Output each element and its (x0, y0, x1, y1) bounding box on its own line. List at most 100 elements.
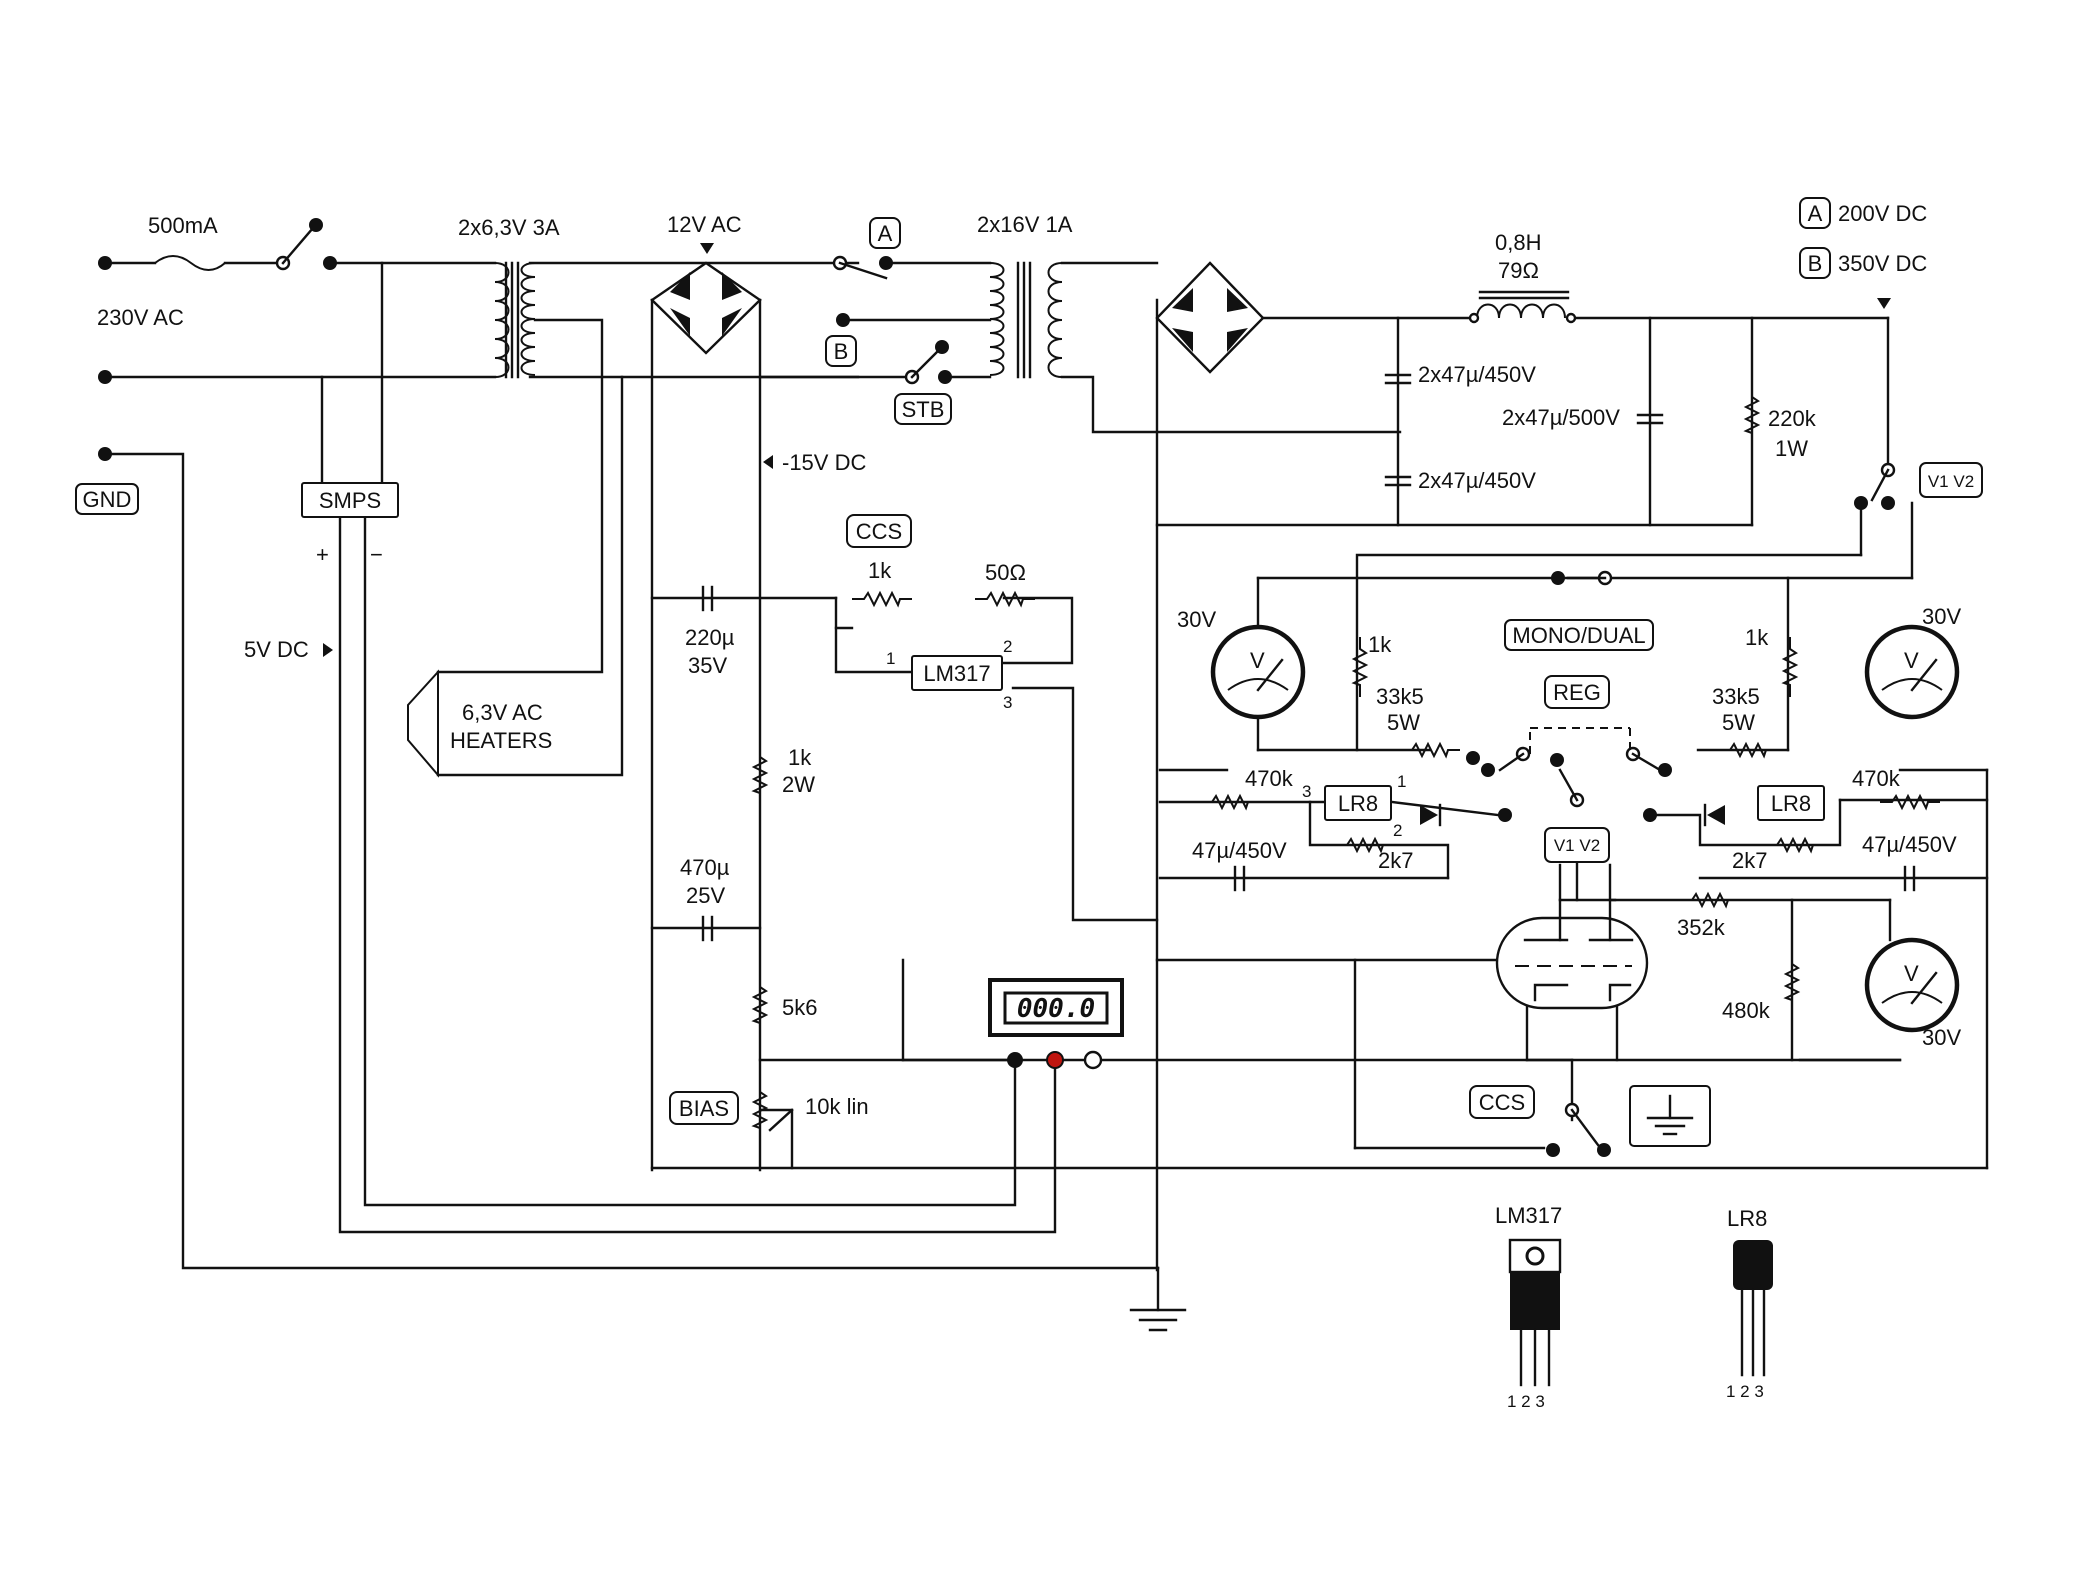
pkg-lm317-pins: 1 2 3 (1507, 1392, 1545, 1411)
ac12-label: 12V AC (667, 212, 742, 237)
cap47-left-label: 47µ/450V (1192, 838, 1287, 863)
boxed-labels: GND SMPS A B STB A B V1 V2 CCS LM317 MON… (75, 197, 1983, 1125)
lm317-pin3: 3 (1003, 693, 1012, 712)
v30-top-right: 30V (1922, 604, 1961, 629)
r2k7-left-label: 2k7 (1378, 848, 1413, 873)
diodes (1420, 803, 1725, 827)
choke (1468, 290, 1577, 324)
switch-b-label: B (834, 339, 849, 364)
pot1k-label: 1k (868, 558, 892, 583)
cap-stack (1384, 373, 1664, 487)
display-readout: 000.0 (1017, 994, 1095, 1024)
v1v2-top-label: V1 V2 (1928, 472, 1974, 491)
ccs-top-label: CCS (856, 519, 902, 544)
reg-label: REG (1553, 680, 1601, 705)
v1v2-mid-label: V1 V2 (1554, 836, 1600, 855)
lm317-pin2: 2 (1003, 637, 1012, 656)
smps-minus: − (370, 542, 383, 567)
legend-b-letter: B (1808, 251, 1823, 276)
pkg-lm317-label: LM317 (1495, 1203, 1562, 1228)
smps-plus: + (316, 542, 329, 567)
pkg-lr8-label: LR8 (1727, 1206, 1767, 1231)
mains-label: 230V AC (97, 305, 184, 330)
r470k-right-label: 470k (1852, 766, 1901, 791)
cap47-right-label: 47µ/450V (1862, 832, 1957, 857)
v30-bottom-right: 30V (1922, 1025, 1961, 1050)
r1k-right-label: 1k (1745, 625, 1769, 650)
heaters-label-2: HEATERS (450, 728, 552, 753)
mains-switch[interactable] (281, 218, 323, 265)
chassis-ground (1129, 1266, 1187, 1332)
selector-switches[interactable] (1498, 468, 1890, 1147)
meter-v-label: V (1250, 648, 1265, 673)
rectifier-bridge-1 (650, 261, 762, 355)
earth-symbol-box (1629, 1085, 1711, 1147)
bleeder-r-label: 220k (1768, 406, 1817, 431)
mono-dual-label: MONO/DUAL (1512, 623, 1645, 648)
gnd-label: GND (83, 487, 132, 512)
voltmeter-top-right: V (1864, 624, 1960, 720)
r1k-left-label: 1k (1368, 632, 1392, 657)
lm317-label: LM317 (923, 661, 990, 686)
pkg-lr8-pins: 1 2 3 (1726, 1382, 1764, 1401)
markers (323, 243, 1891, 657)
lr8-right-label: LR8 (1771, 791, 1811, 816)
lr8-left-label: LR8 (1338, 791, 1378, 816)
meter-v-label: V (1904, 648, 1919, 673)
heater-trafo-label: 2x6,3V 3A (458, 215, 560, 240)
cap220-label: 220µ (685, 625, 735, 650)
pot10k-label: 10k lin (805, 1094, 869, 1119)
cap220-v-label: 35V (688, 653, 727, 678)
ccs-bottom-label: CCS (1479, 1090, 1525, 1115)
r33k5-right-w-label: 5W (1722, 710, 1755, 735)
heater-transformer (494, 261, 536, 379)
cap-mid-label: 2x47µ/500V (1502, 405, 1620, 430)
r1k2w-label: 1k (788, 745, 812, 770)
legend-b-label: 350V DC (1838, 251, 1927, 276)
voltmeter-top-left: V (1210, 624, 1306, 720)
r470k-left-label: 470k (1245, 766, 1294, 791)
smps-label: SMPS (319, 488, 381, 513)
r5k6-label: 5k6 (782, 995, 817, 1020)
lm317-pin1: 1 (886, 649, 895, 668)
cap470-label: 470µ (680, 855, 730, 880)
r352k-label: 352k (1677, 915, 1726, 940)
r480k-label: 480k (1722, 998, 1771, 1023)
choke-r-label: 79Ω (1498, 258, 1539, 283)
lm317-package (1508, 1238, 1562, 1387)
r1k2w-w-label: 2W (782, 772, 815, 797)
voltmeter-bottom-right: V (1864, 937, 1960, 1033)
ab-switch[interactable] (838, 261, 888, 280)
neg15-label: -15V DC (782, 450, 866, 475)
choke-h-label: 0,8H (1495, 230, 1541, 255)
text-labels: 500mA 230V AC 2x6,3V 3A 12V AC 2x16V 1A … (97, 201, 1961, 1411)
legend-a-letter: A (1808, 201, 1823, 226)
twin-triode-tube (1495, 898, 1649, 1010)
lr8-package (1733, 1240, 1773, 1377)
bias-pot[interactable] (768, 1108, 794, 1132)
lr8-left-pin2: 2 (1393, 821, 1402, 840)
r50-label: 50Ω (985, 560, 1026, 585)
bias-display: 000.0 (988, 978, 1124, 1037)
meter-v-label: V (1904, 961, 1919, 986)
r33k5-left-label: 33k5 (1376, 684, 1424, 709)
r2k7-right-label: 2k7 (1732, 848, 1767, 873)
switch-a-label: A (878, 221, 893, 246)
stb-label: STB (902, 397, 945, 422)
bleeder-w-label: 1W (1775, 436, 1808, 461)
v30-top-left: 30V (1177, 607, 1216, 632)
stb-switch[interactable] (910, 340, 949, 379)
rectifier-bridge-2 (1155, 261, 1265, 374)
small-electrolytics (701, 585, 1916, 942)
legend-a-label: 200V DC (1838, 201, 1927, 226)
lr8-left-pin1: 1 (1397, 772, 1406, 791)
heaters-label-1: 6,3V AC (462, 700, 543, 725)
fuse-label: 500mA (148, 213, 218, 238)
bias-label: BIAS (679, 1096, 729, 1121)
cap-top-label: 2x47µ/450V (1418, 362, 1536, 387)
hv-trafo-label: 2x16V 1A (977, 212, 1073, 237)
lr8-left-pin3: 3 (1302, 782, 1311, 801)
cap-bottom-label: 2x47µ/450V (1418, 468, 1536, 493)
dc5-label: 5V DC (244, 637, 309, 662)
r33k5-left-w-label: 5W (1387, 710, 1420, 735)
